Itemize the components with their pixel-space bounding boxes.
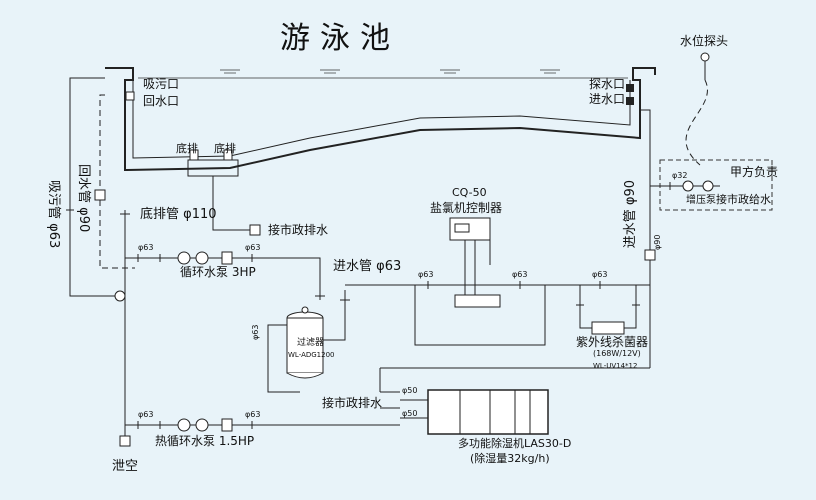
uv-sterilizer <box>576 285 640 335</box>
municipal-drain-label-1: 接市政排水 <box>268 222 328 237</box>
uv-spec: (168W/12V) <box>593 349 641 358</box>
left-pipes <box>66 77 135 447</box>
bottom-drain-pipe-label: 底排管 φ110 <box>140 206 217 222</box>
inlet-size-label-2: φ63 <box>512 270 527 279</box>
circ-size-label-1: φ63 <box>138 243 153 252</box>
bottom-drain-label-1: 底排 <box>176 141 198 155</box>
dehumidifier-name: 多功能除湿机LAS30-D <box>458 436 571 450</box>
circulation-pump-line <box>125 251 321 300</box>
supply-size-label: φ32 <box>672 171 687 180</box>
inlet-size-label-3: φ63 <box>592 270 607 279</box>
bottom-drain-label-2: 底排 <box>214 141 236 155</box>
drain-out-label: 泄空 <box>112 459 138 474</box>
dehumid-size-label-1: φ50 <box>402 386 417 395</box>
municipal-water-label: 接市政给水 <box>716 192 771 206</box>
heat-pump-label: 热循环水泵 1.5HP <box>155 434 254 448</box>
level-probe <box>685 52 710 166</box>
controller-name: 盐氯机控制器 <box>430 201 502 215</box>
dehumidifier-capacity: (除湿量32kg/h) <box>470 451 550 465</box>
dehumidifier <box>400 389 549 435</box>
inlet-right-size-label: φ90 <box>653 235 662 250</box>
diagram-title: 游泳池 <box>280 21 400 56</box>
return-port-label: 回水口 <box>143 94 179 108</box>
heat-pump-line <box>125 391 400 432</box>
supply-box-title: 甲方负责 <box>730 164 778 179</box>
bottom-drain-pipe <box>212 176 261 236</box>
probe-port-label: 探水口 <box>589 77 625 91</box>
suction-pipe-label: 吸污管 φ63 <box>46 180 61 248</box>
circ-pump-label: 循环水泵 3HP <box>180 265 256 279</box>
inlet-pipe-label: 进水管 φ63 <box>333 259 401 274</box>
booster-pump-label: 增压泵 <box>686 193 716 206</box>
filter-size-label: φ63 <box>251 325 260 340</box>
supply-box <box>650 159 773 211</box>
inlet-port-label: 进水口 <box>589 92 625 106</box>
inlet-line <box>345 109 656 392</box>
return-pipe-label: 回水管 φ90 <box>76 164 91 232</box>
heat-size-label-1: φ63 <box>138 410 153 419</box>
uv-name: 紫外线杀菌器 <box>576 334 648 349</box>
dehumid-size-label-2: φ50 <box>402 409 417 418</box>
filter <box>267 290 350 393</box>
filter-model: WL-ADG1200 <box>288 351 335 359</box>
municipal-drain-label-2: 接市政排水 <box>322 395 382 410</box>
suction-port-label: 吸污口 <box>143 77 179 91</box>
filter-name: 过滤器 <box>297 336 324 348</box>
inlet-pipe-right-label: 进水管 φ90 <box>623 180 638 248</box>
level-probe-label: 水位探头 <box>680 33 728 48</box>
controller-model: CQ-50 <box>452 186 487 199</box>
circ-size-label-2: φ63 <box>245 243 260 252</box>
pool-basin <box>105 67 656 177</box>
heat-size-label-2: φ63 <box>245 410 260 419</box>
uv-model: WL-UV14*12 <box>593 362 637 370</box>
inlet-size-label-1: φ63 <box>418 270 433 279</box>
chlorinator <box>449 217 501 308</box>
